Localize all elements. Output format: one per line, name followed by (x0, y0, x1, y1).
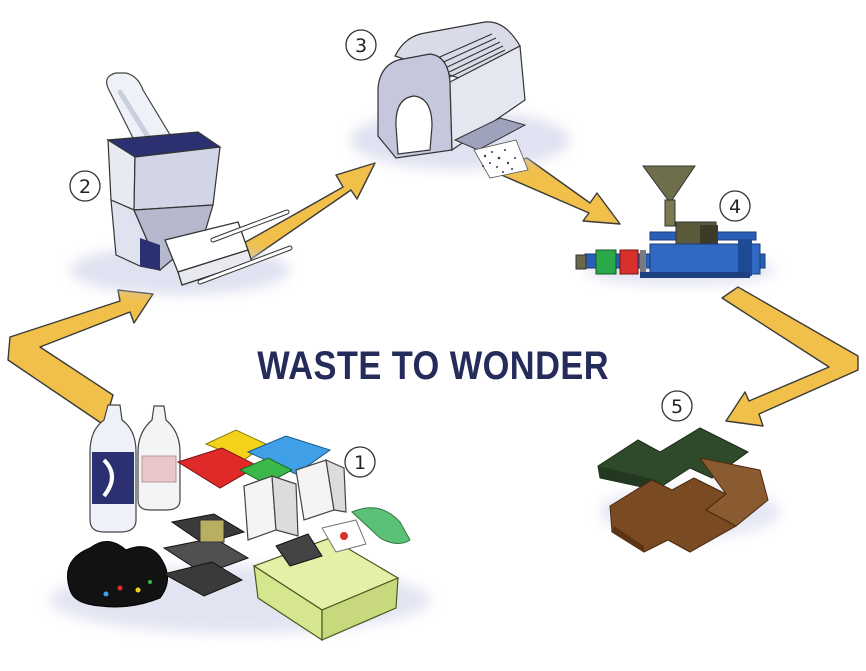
step-badge-5: 5 (661, 390, 693, 422)
step-number: 2 (79, 176, 91, 198)
step-badge-2: 2 (69, 170, 101, 202)
plastic-bottles (89, 404, 181, 533)
step-badge-3: 3 (345, 29, 377, 61)
step-badge-1: 1 (344, 446, 376, 478)
plastic-trays (162, 513, 250, 597)
step-number: 1 (354, 452, 366, 474)
cartons (243, 459, 347, 541)
waste-pile (50, 404, 430, 642)
step-badge-4: 4 (719, 190, 751, 222)
rubber-tiles (597, 427, 780, 553)
granulator-machine (350, 21, 570, 179)
plastic-crate (252, 507, 411, 642)
step-number: 3 (355, 35, 367, 57)
arrow-extruder-to-tiles (721, 286, 859, 427)
arrow-granulator-to-extruder (489, 157, 621, 225)
trash-bags (67, 541, 168, 608)
step-number: 5 (671, 396, 683, 418)
step-number: 4 (729, 196, 741, 218)
diagram-title: WASTE TO WONDER (257, 344, 609, 388)
plastic-bags (176, 429, 332, 489)
extruder-machine (575, 165, 775, 286)
shredder-machine (70, 72, 293, 295)
